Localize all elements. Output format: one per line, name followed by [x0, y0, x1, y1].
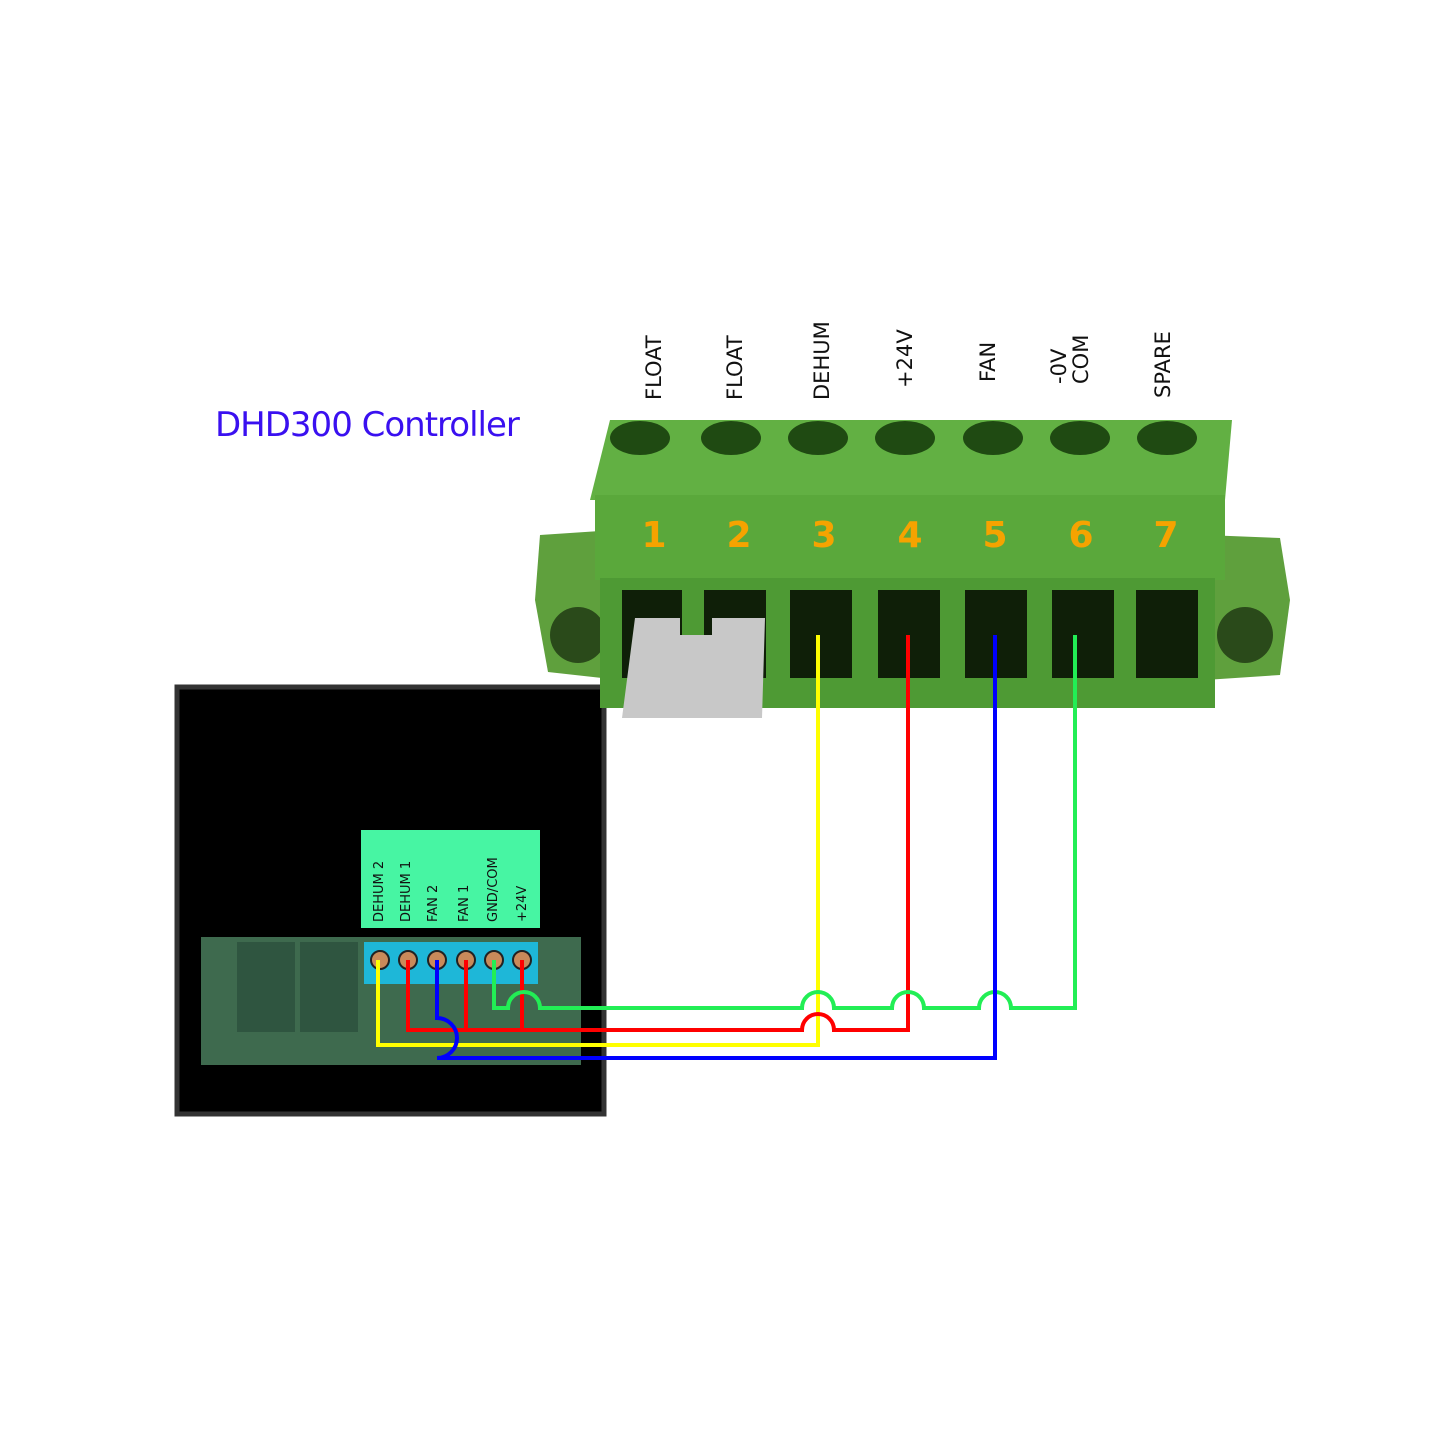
wire-green-com [492, 635, 1077, 1010]
pin-label-3: DEHUM [810, 321, 834, 400]
terminal-label-dehum2: DEHUM 2 [372, 860, 387, 922]
wire-blue-fan [435, 635, 997, 1060]
terminal-label-gnd-com: GND/COM [486, 857, 501, 922]
connector-body [595, 495, 1225, 580]
pin-number-6: 6 [1068, 515, 1094, 556]
screw-holes [610, 421, 1197, 455]
pin-label-6: -0V COM [1047, 334, 1093, 384]
pin-label-5: FAN [976, 341, 1000, 382]
pin-number-4: 4 [897, 515, 923, 556]
pin-label-7: SPARE [1151, 331, 1175, 398]
screw-hole [701, 421, 761, 455]
label-background [361, 830, 540, 928]
relay-2 [300, 942, 358, 1032]
pin-label-2: FLOAT [723, 335, 747, 400]
pin-number-2: 2 [726, 515, 752, 556]
screw-hole [1137, 421, 1197, 455]
wires [376, 635, 1077, 1060]
terminal-label-dehum1: DEHUM 1 [399, 860, 414, 922]
pin-number-7: 7 [1153, 515, 1179, 556]
right-mount-hole [1217, 607, 1273, 663]
wire-entry-6 [1052, 590, 1114, 678]
screw-hole [875, 421, 935, 455]
wire-yellow-dehum [376, 635, 820, 1047]
screw-hole [788, 421, 848, 455]
pin-label-1: FLOAT [642, 335, 666, 400]
terminal-label-24v: +24V [515, 885, 530, 922]
terminal-label-fan2: FAN 2 [426, 884, 441, 922]
terminal-block [364, 942, 538, 984]
screw-hole [963, 421, 1023, 455]
controller-title: DHD300 Controller [215, 405, 520, 445]
pin-number-1: 1 [641, 515, 667, 556]
wire-entry-7 [1136, 590, 1198, 678]
screw-hole [1050, 421, 1110, 455]
relay-1 [237, 942, 295, 1032]
pluggable-terminal-connector [535, 420, 1290, 718]
screw-hole [610, 421, 670, 455]
wire-red-24v [406, 635, 910, 1032]
pin-number-3: 3 [811, 515, 837, 556]
pin-label-4: +24V [893, 329, 917, 388]
wire-entry-3 [790, 590, 852, 678]
jumper-link [622, 618, 765, 718]
left-mount-hole [550, 607, 606, 663]
terminal-label-fan1: FAN 1 [457, 884, 472, 922]
pin-number-5: 5 [982, 515, 1008, 556]
